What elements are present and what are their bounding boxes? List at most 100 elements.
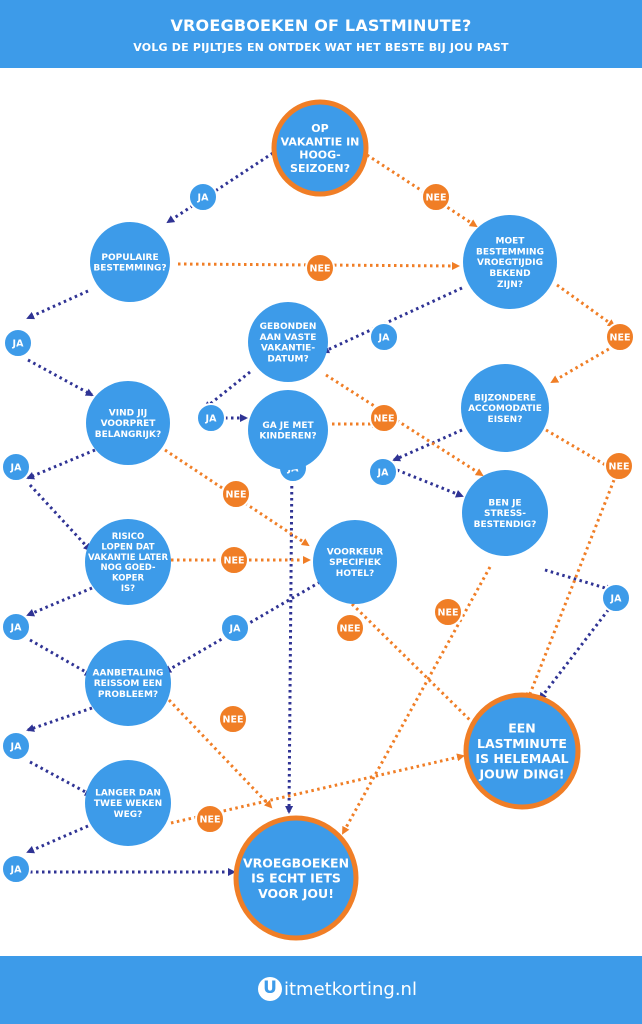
node-gebonden-line: VAKANTIE- — [261, 344, 315, 354]
footer-banner — [0, 956, 642, 1024]
badge-nee-label: NEE — [226, 490, 247, 501]
badge-ja-circle — [3, 328, 33, 358]
arrow-ja — [396, 468, 464, 498]
node-accomodatie-line: EISEN? — [488, 415, 523, 425]
node-kinderen-circle — [248, 390, 328, 470]
node-gebonden-line: DATUM? — [267, 355, 308, 365]
logo-text: itmetkorting.nl — [284, 978, 417, 1000]
badge-ja: JA — [368, 457, 398, 487]
node-vroegtijdig-line: VROEGTIJDIG — [477, 258, 543, 268]
badge-nee: NEE — [605, 322, 635, 352]
badge-ja: JA — [1, 452, 31, 482]
badge-nee: NEE — [335, 613, 365, 643]
badge-nee-circle — [305, 253, 335, 283]
node-hoogseizoen-line: SEIZOEN? — [290, 162, 350, 175]
badge-ja-circle — [220, 613, 250, 643]
badge-ja: JA — [3, 328, 33, 358]
node-risico-line: KOPER — [112, 574, 144, 584]
badge-nee-circle — [369, 403, 399, 433]
node-lastminute-line: LASTMINUTE — [477, 736, 567, 751]
badge-ja-circle — [601, 583, 631, 613]
arrow-ja — [285, 461, 294, 814]
node-vroegboeken-line: VROEGBOEKEN — [243, 855, 349, 870]
site-logo[interactable]: U itmetkorting.nl — [258, 973, 417, 1005]
node-kinderen-line: GA JE MET — [262, 421, 314, 431]
badge-nee-label: NEE — [374, 414, 395, 425]
arrow-nee — [325, 373, 484, 477]
badge-nee-label: NEE — [340, 624, 361, 635]
badge-nee: NEE — [195, 804, 225, 834]
badge-nee-label: NEE — [438, 608, 459, 619]
node-risico-circle — [85, 519, 171, 605]
node-stress-line: STRESS- — [484, 509, 526, 519]
node-langer-circle — [85, 760, 171, 846]
node-risico-line: NOG GOED- — [100, 563, 155, 573]
badge-nee: NEE — [369, 403, 399, 433]
node-hoogseizoen-circle — [271, 99, 369, 197]
badge-nee: NEE — [305, 253, 335, 283]
badge-ja-label: JA — [10, 742, 23, 753]
node-populaire-line: POPULAIRE — [101, 253, 158, 263]
node-aanbetaling-line: AANBETALING — [93, 668, 164, 678]
node-langer-line: TWEE WEKEN — [94, 799, 162, 809]
arrow-ja — [27, 358, 94, 397]
logo-icon: U — [258, 977, 282, 1001]
arrow-ja — [26, 448, 96, 480]
badge-ja: JA — [369, 322, 399, 352]
badge-ja-circle — [369, 322, 399, 352]
node-vroegtijdig-line: ZIJN? — [497, 280, 523, 290]
badge-nee: NEE — [219, 545, 249, 575]
page-subtitle: VOLG DE PIJLTJES EN ONTDEK WAT HET BESTE… — [133, 41, 509, 54]
node-langer-line: LANGER DAN — [95, 788, 161, 798]
node-gebonden-line: AAN VASTE — [260, 333, 317, 343]
arrow-ja — [26, 289, 89, 320]
arrow-nee — [545, 428, 616, 472]
arrow-ja — [166, 151, 274, 224]
arrow-ja — [203, 370, 251, 410]
badge-ja: JA — [1, 854, 31, 884]
node-voorpret-line: BELANGRIJK? — [95, 430, 161, 440]
badge-ja: JA — [220, 613, 250, 643]
node-vroegtijdig-circle — [463, 215, 557, 309]
arrow-nee — [550, 344, 615, 384]
badge-nee: NEE — [433, 597, 463, 627]
node-vroegtijdig-line: BESTEMMING — [476, 247, 544, 257]
badge-nee: NEE — [604, 451, 634, 481]
node-lastminute-line: EEN — [508, 721, 536, 736]
node-kinderen-line: KINDEREN? — [259, 432, 316, 442]
node-stress-line: BEN JE — [488, 498, 521, 508]
node-risico-line: IS? — [121, 584, 135, 594]
arrow-nee — [350, 602, 480, 730]
badge-ja-label: JA — [10, 463, 23, 474]
node-lastminute-line: JOUW DING! — [478, 766, 564, 781]
node-gebonden-circle — [248, 302, 328, 382]
arrow-ja — [29, 760, 93, 797]
badge-nee-circle — [195, 804, 225, 834]
arrow-nee — [341, 566, 492, 835]
badge-nee-circle — [219, 545, 249, 575]
badge-nee-label: NEE — [609, 462, 630, 473]
arrow-ja — [26, 706, 93, 732]
node-populaire-circle — [90, 222, 170, 302]
badge-ja-label: JA — [610, 594, 623, 605]
badge-ja-label: JA — [197, 193, 210, 204]
arrow-ja — [544, 568, 614, 593]
badge-ja-label: JA — [10, 623, 23, 634]
badge-nee-circle — [604, 451, 634, 481]
badge-nee-label: NEE — [426, 193, 447, 204]
node-voorpret-line: VIND JIJ — [109, 408, 148, 418]
node-gebonden-line: GEBONDEN — [260, 322, 317, 332]
node-stress-circle — [462, 470, 548, 556]
badge-ja-label: JA — [377, 468, 390, 479]
node-hotel-line: VOORKEUR — [327, 547, 383, 557]
node-voorpret-circle — [86, 381, 170, 465]
arrow-ja — [392, 428, 463, 462]
